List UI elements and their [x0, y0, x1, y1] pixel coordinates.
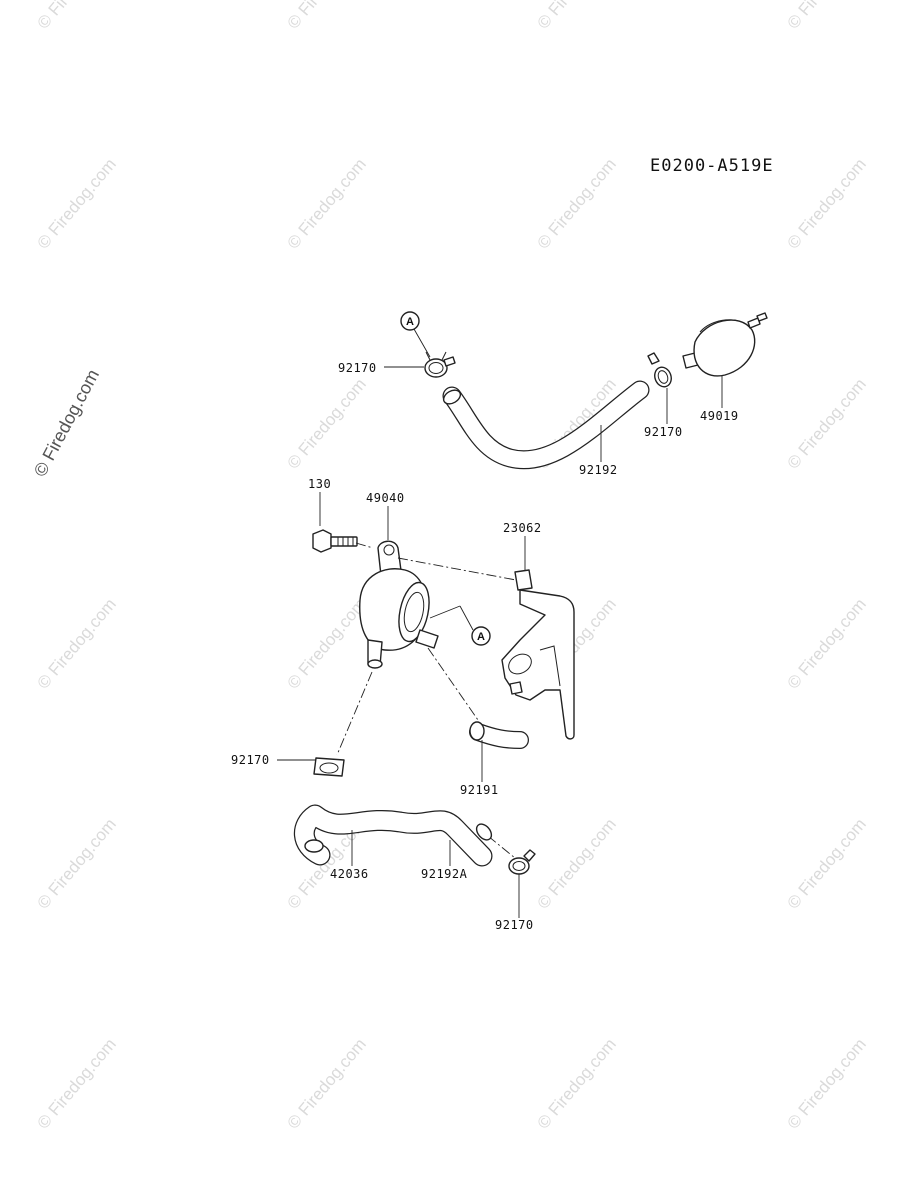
clamp-mid-left-part: [313, 757, 345, 777]
callout-clamp-bottom: 92170: [495, 918, 534, 932]
watermark-text: © Firedog.com: [784, 375, 870, 473]
callout-hose-lower-left: 42036: [330, 867, 369, 881]
ref-marker-mid-label: A: [477, 631, 485, 643]
watermark-text: © Firedog.com: [284, 375, 370, 473]
callout-fuel-filter: 49019: [700, 409, 739, 423]
hose-short-part: [469, 721, 529, 749]
callout-fuel-hose-top: 92192: [579, 463, 618, 477]
clamp-top-right-part: [647, 352, 672, 388]
watermark-text: © Firedog.com: [784, 1035, 870, 1133]
fuel-hose-top-part: [442, 380, 650, 470]
ref-marker-top-label: A: [406, 316, 414, 328]
callout-hose-lower: 92192A: [421, 867, 468, 881]
bracket-part: [501, 569, 575, 740]
watermark-text: © Firedog.com: [34, 0, 120, 33]
watermark-text: © Firedog.com: [284, 595, 370, 693]
watermark-text: © Firedog.com: [534, 0, 620, 33]
watermark-text: © Firedog.com: [284, 1035, 370, 1133]
watermark-text: © Firedog.com: [784, 155, 870, 253]
watermark-text: © Firedog.com: [34, 595, 120, 693]
watermark-text: © Firedog.com: [784, 0, 870, 33]
callout-hose-short: 92191: [460, 783, 499, 797]
watermark-text: © Firedog.com: [534, 1035, 620, 1133]
watermark-text: © Firedog.com: [534, 815, 620, 913]
watermark-text: © Firedog.com: [784, 815, 870, 913]
fuel-filter-part: [682, 312, 768, 377]
watermark-text: © Firedog.com: [34, 815, 120, 913]
ref-marker-top: [400, 311, 420, 331]
callout-clamp-mid-left: 92170: [231, 753, 270, 767]
watermark-text: © Firedog.com: [34, 155, 120, 253]
fuel-pump-part: [359, 540, 439, 669]
diagram-code: E0200-A519E: [650, 156, 774, 176]
ref-marker-mid: [471, 626, 491, 646]
watermark-text: © Firedog.com: [34, 1035, 120, 1133]
watermark-text: © Firedog.com: [534, 155, 620, 253]
clamp-top-left-part: [424, 351, 456, 378]
hose-lower-part: [293, 804, 493, 867]
clamp-bottom-part: [508, 849, 536, 875]
watermark-text: © Firedog.com: [284, 0, 370, 33]
watermark-text: © Firedog.com: [284, 155, 370, 253]
callout-bracket: 23062: [503, 521, 542, 535]
callout-clamp-top-right: 92170: [644, 425, 683, 439]
bolt-part: [312, 529, 358, 553]
callout-fuel-pump: 49040: [366, 491, 405, 505]
callout-clamp-top-left: 92170: [338, 361, 377, 375]
watermark-text: © Firedog.com: [784, 595, 870, 693]
callout-bolt: 130: [308, 477, 331, 491]
watermark-emphasized: © Firedog.com: [30, 366, 103, 480]
